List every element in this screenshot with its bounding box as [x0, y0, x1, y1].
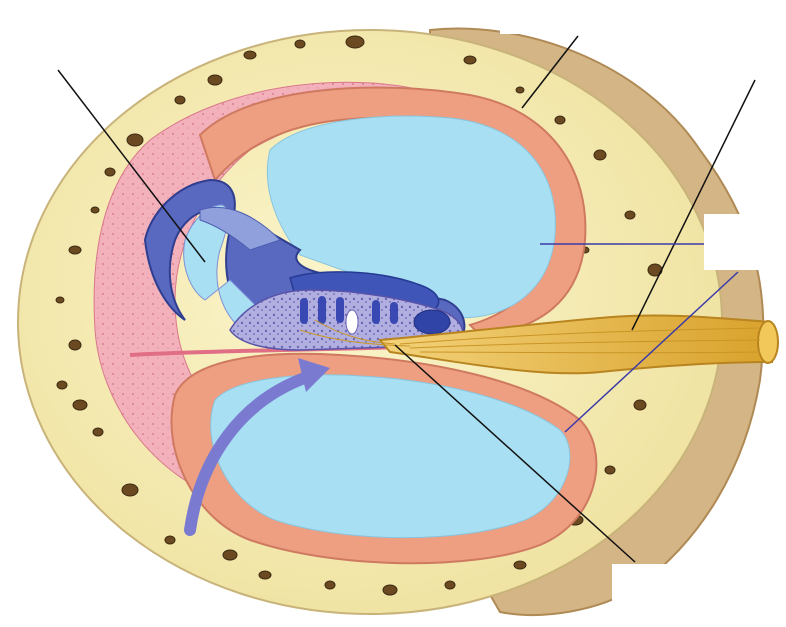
tunnel-of-corti — [346, 310, 358, 334]
label-top-right — [500, 0, 786, 34]
inner-sulcus — [414, 310, 450, 334]
label-top-left — [0, 22, 130, 62]
label-bottom-right — [612, 564, 786, 627]
label-top-right-extension — [690, 34, 786, 76]
nerve-cut-end — [758, 321, 778, 363]
label-right-middle — [704, 214, 786, 270]
